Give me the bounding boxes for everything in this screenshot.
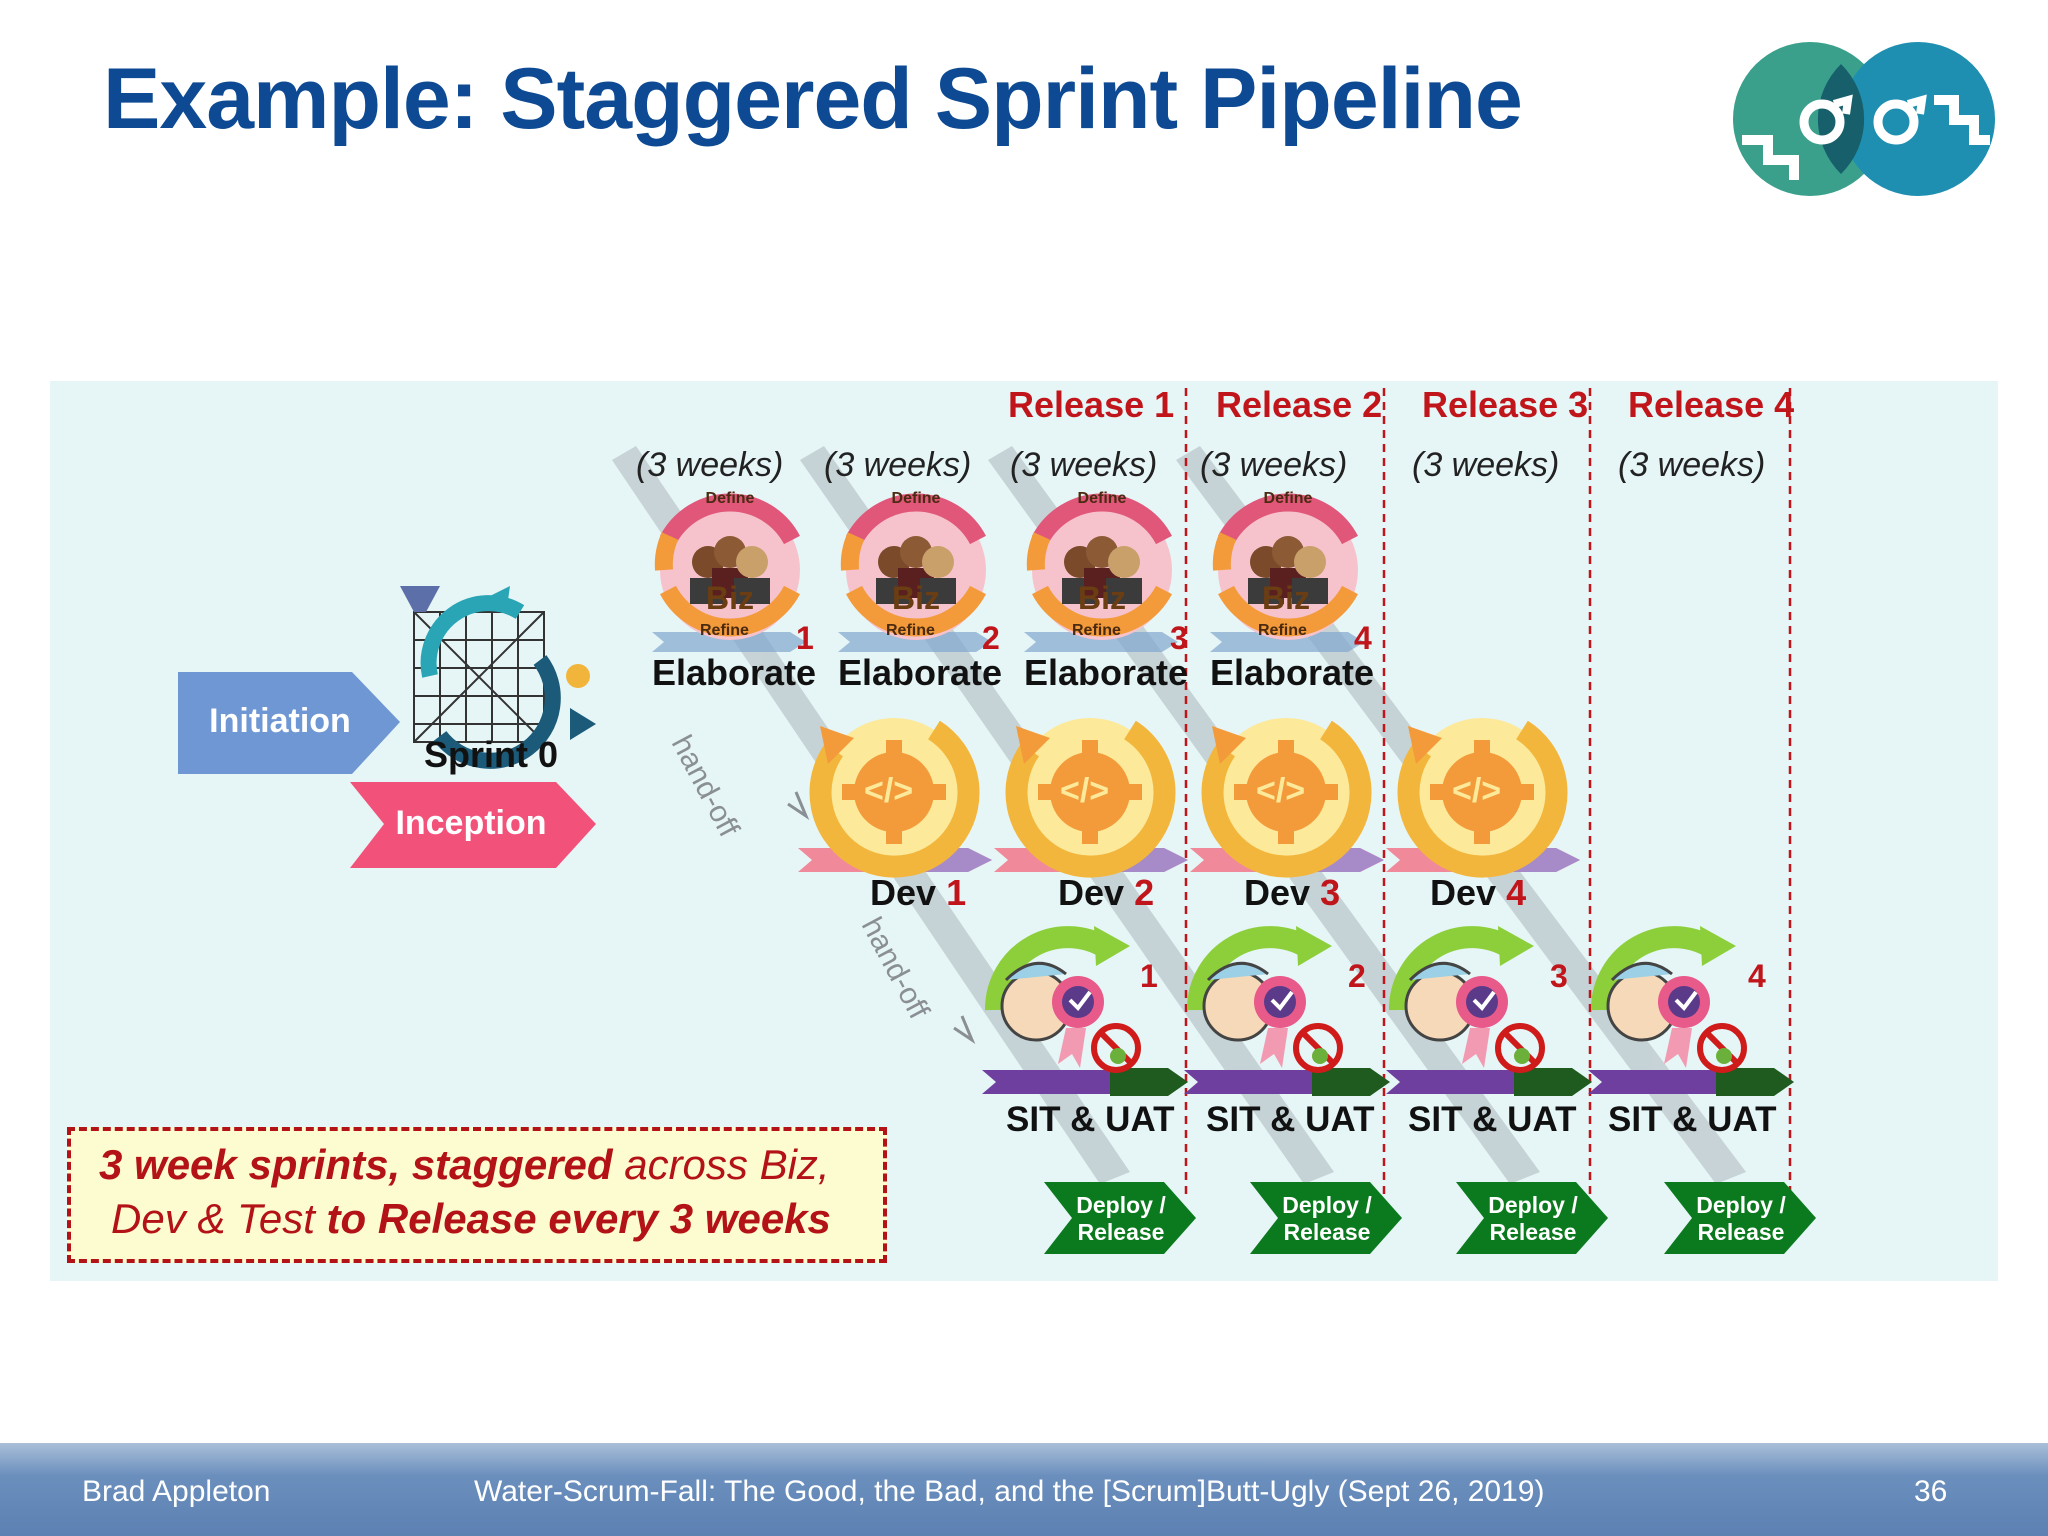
code-icon-2: </> [1060, 772, 1110, 810]
elaborate-label-4: Elaborate [1210, 652, 1375, 693]
biz-refine-label-1: Refine [700, 622, 749, 639]
summary-callout: 3 week sprints, staggered across Biz, De… [67, 1127, 887, 1263]
test-number-4: 4 [1748, 958, 1766, 994]
biz-number-1: 1 [796, 620, 814, 656]
slide-title: Example: Staggered Sprint Pipeline [103, 51, 1523, 147]
biz-define-label-4: Define [1263, 490, 1313, 507]
footer-talk-title: Water-Scrum-Fall: The Good, the Bad, and… [474, 1475, 1545, 1508]
dev-label-2: Dev 2 [1058, 872, 1155, 913]
code-icon-3: </> [1256, 772, 1306, 810]
sprint-duration-3: (3 weeks) [1010, 446, 1158, 484]
agile-loop-logo [1733, 42, 1995, 196]
biz-number-2: 2 [982, 620, 1000, 656]
release-3-label: Release 3 [1422, 384, 1589, 425]
footer-page-number: 36 [1914, 1475, 1948, 1508]
biz-label-3: Biz [1078, 580, 1126, 616]
biz-label-4: Biz [1262, 580, 1310, 616]
footer-author: Brad Appleton [82, 1475, 271, 1508]
sit-uat-label-1: SIT & UAT [1006, 1100, 1175, 1139]
dev-label-3: Dev 3 [1244, 872, 1341, 913]
sprint-duration-1: (3 weeks) [636, 446, 784, 484]
sprint-duration-5: (3 weeks) [1412, 446, 1560, 484]
inception-label: Inception [395, 804, 547, 842]
callout-line2-bold: to Release every 3 weeks [326, 1195, 831, 1242]
release-1-label: Release 1 [1008, 384, 1175, 425]
deploy-release-4: Deploy /Release [1696, 1192, 1786, 1245]
sit-uat-label-4: SIT & UAT [1608, 1100, 1777, 1139]
biz-refine-label-4: Refine [1258, 622, 1307, 639]
biz-refine-label-3: Refine [1072, 622, 1121, 639]
elaborate-label-3: Elaborate [1024, 652, 1189, 693]
initiation-label: Initiation [209, 702, 351, 740]
sit-uat-label-3: SIT & UAT [1408, 1100, 1577, 1139]
deploy-release-1: Deploy /Release [1076, 1192, 1166, 1245]
elaborate-label-1: Elaborate [652, 652, 817, 693]
sprint-duration-6: (3 weeks) [1618, 446, 1766, 484]
sprint-duration-2: (3 weeks) [824, 446, 972, 484]
release-4-label: Release 4 [1628, 384, 1795, 425]
biz-label-2: Biz [892, 580, 940, 616]
test-number-2: 2 [1348, 958, 1366, 994]
biz-number-4: 4 [1354, 620, 1372, 656]
biz-number-3: 3 [1170, 620, 1188, 656]
callout-line1-bold: 3 week sprints, staggered [99, 1141, 613, 1188]
code-icon-4: </> [1452, 772, 1502, 810]
deploy-release-2: Deploy /Release [1282, 1192, 1372, 1245]
test-number-1: 1 [1140, 958, 1158, 994]
code-icon-1: </> [864, 772, 914, 810]
dev-label-1: Dev 1 [870, 872, 967, 913]
callout-line2-italic: Dev & Test [111, 1195, 327, 1242]
sit-uat-label-2: SIT & UAT [1206, 1100, 1375, 1139]
release-2-label: Release 2 [1216, 384, 1383, 425]
dev-label-4: Dev 4 [1430, 872, 1527, 913]
callout-line1-rest: across Biz, [612, 1141, 830, 1188]
biz-label-1: Biz [706, 580, 754, 616]
elaborate-label-2: Elaborate [838, 652, 1003, 693]
slide-footer: Brad Appleton Water-Scrum-Fall: The Good… [0, 1443, 2048, 1536]
biz-define-label-1: Define [705, 490, 755, 507]
biz-define-label-2: Define [891, 490, 941, 507]
test-number-3: 3 [1550, 958, 1568, 994]
deploy-release-3: Deploy /Release [1488, 1192, 1578, 1245]
sprint0-label: Sprint 0 [424, 734, 559, 775]
sprint-duration-4: (3 weeks) [1200, 446, 1348, 484]
biz-define-label-3: Define [1077, 490, 1127, 507]
biz-refine-label-2: Refine [886, 622, 935, 639]
